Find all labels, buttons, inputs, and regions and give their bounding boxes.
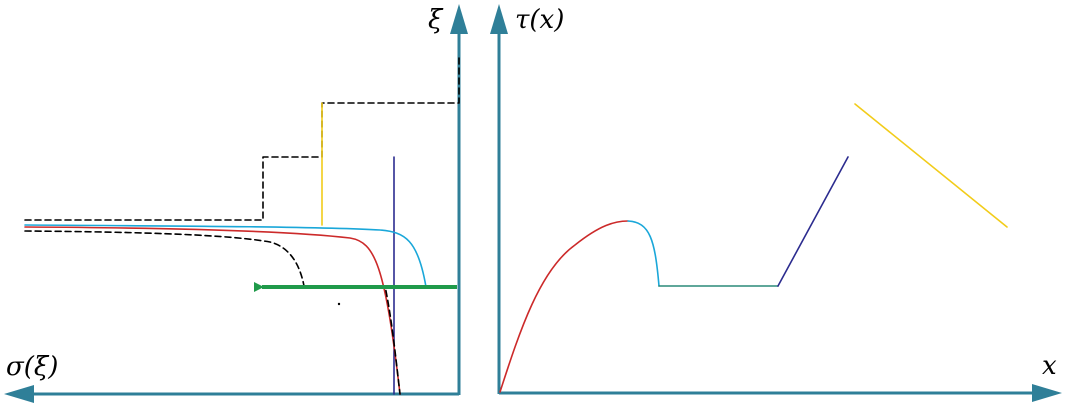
small-dot xyxy=(337,302,341,306)
dashed-curve xyxy=(24,230,401,395)
tau-navy-line xyxy=(777,156,849,287)
x-axis-arrow xyxy=(1032,384,1062,402)
xi-axis-label: ξ xyxy=(428,5,444,35)
x-axis-label: x xyxy=(1042,351,1057,381)
red-curve xyxy=(24,226,401,395)
sigma-axis-label: σ(ξ) xyxy=(6,352,58,382)
right-panel: τ(x) x xyxy=(490,4,1062,402)
left-panel: ξ σ(ξ) xyxy=(4,4,468,403)
cyan-curve xyxy=(24,224,427,288)
tau-axis-label: τ(x) xyxy=(515,5,564,35)
tau-yellow-line xyxy=(854,103,1008,228)
tau-cyan-curve xyxy=(627,220,660,287)
xi-axis-arrow xyxy=(450,4,468,34)
sigma-axis-arrow xyxy=(4,385,34,403)
tau-axis-arrow xyxy=(490,4,508,34)
tau-red-curve xyxy=(499,220,629,393)
